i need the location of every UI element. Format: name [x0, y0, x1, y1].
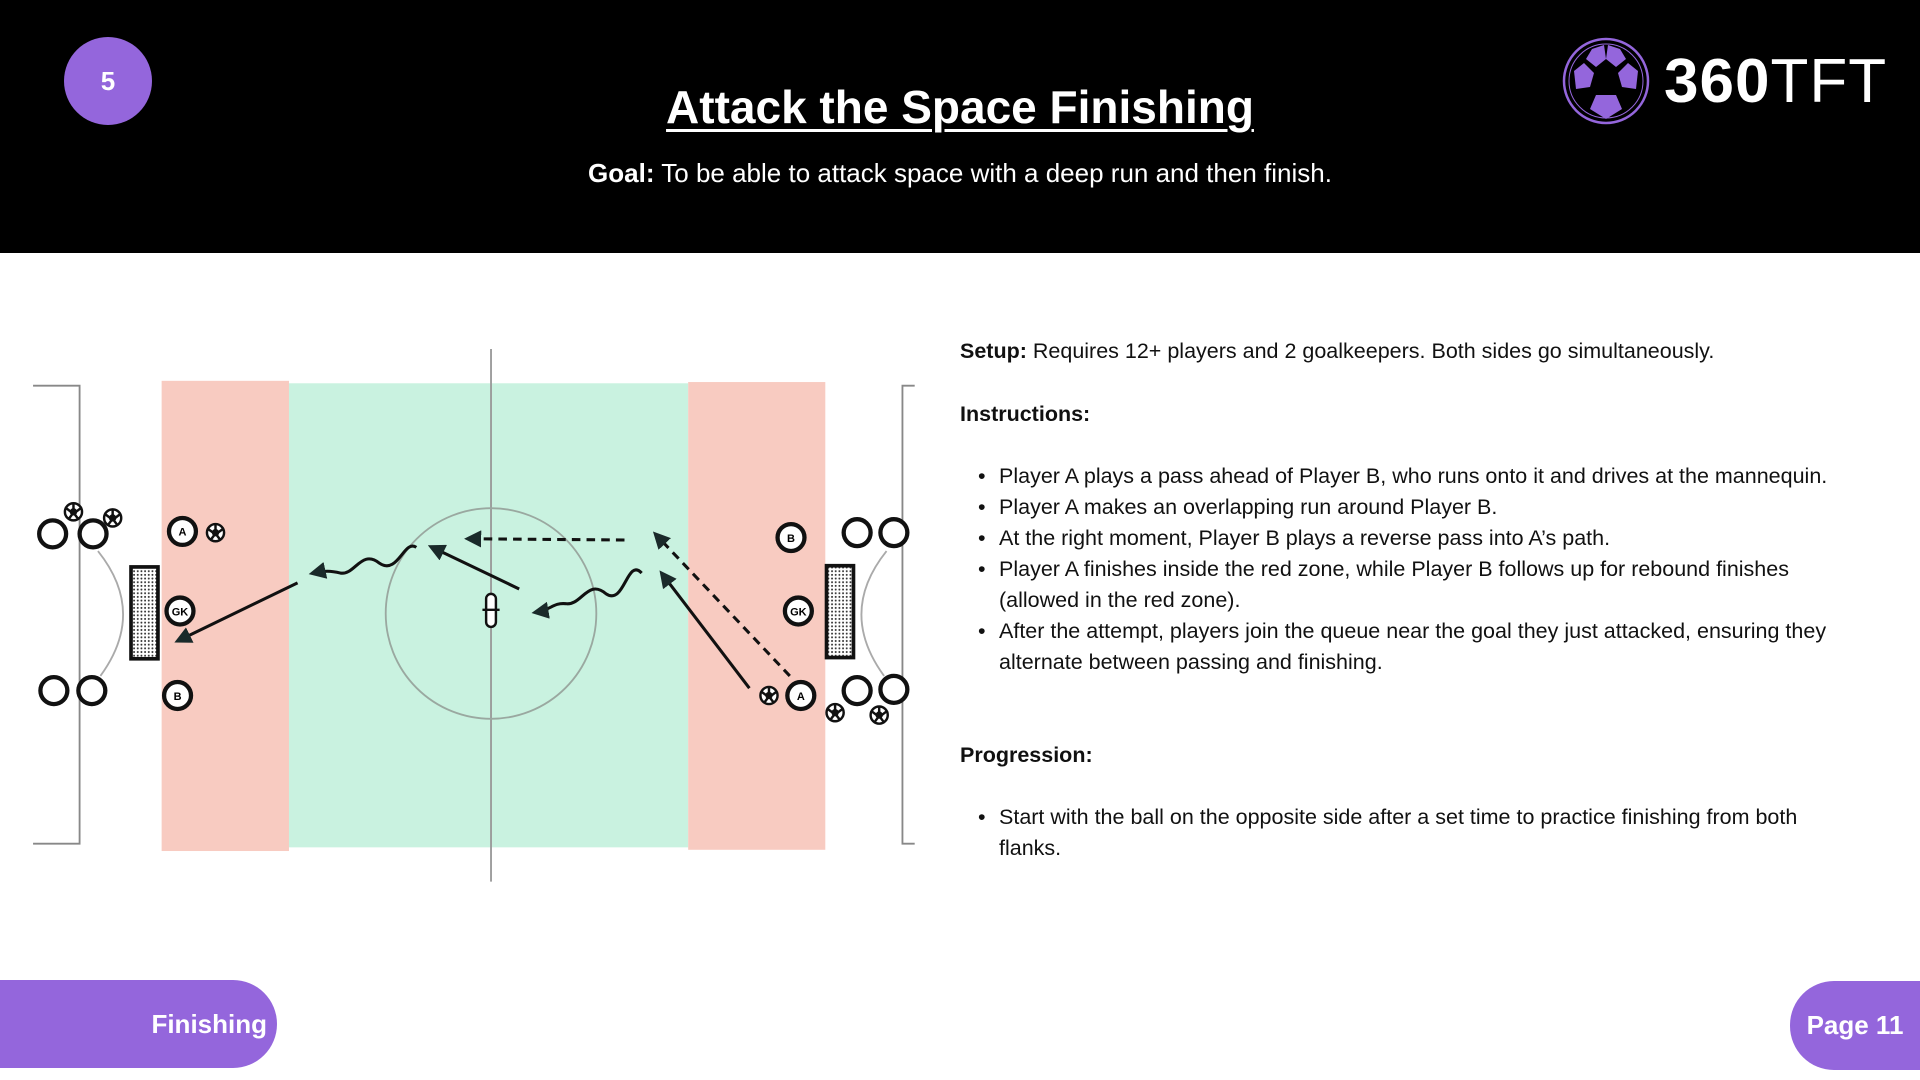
setup-description: Requires 12+ players and 2 goalkeepers. … — [1032, 339, 1715, 363]
brand-logo: 360TFT — [1562, 37, 1887, 125]
mannequin-icon — [482, 592, 500, 629]
drill-number-badge: 5 — [64, 37, 152, 125]
movement-arrows — [174, 530, 791, 690]
ball-icon — [825, 702, 845, 723]
player-b-left: B — [161, 679, 194, 712]
center-circle — [384, 507, 598, 720]
cone-icon — [76, 675, 108, 707]
right-bracket — [901, 384, 915, 845]
right-goal — [824, 563, 856, 660]
setup-label: Setup: — [960, 339, 1027, 363]
run-arrow-center — [427, 544, 520, 591]
goalkeeper-left: GK — [164, 595, 196, 627]
list-item: At the right moment, Player B plays a re… — [978, 523, 1859, 554]
player-label: A — [797, 691, 805, 703]
player-a-right: A — [785, 679, 817, 712]
player-label: A — [178, 527, 186, 539]
ball-icon — [205, 522, 226, 543]
left-bracket — [33, 384, 81, 845]
player-label: GK — [790, 606, 807, 618]
pass-arrow-right — [652, 531, 791, 677]
list-item: Player A finishes inside the red zone, w… — [978, 554, 1859, 616]
list-item: Start with the ball on the opposite side… — [978, 802, 1859, 864]
logo-text: 360TFT — [1664, 46, 1887, 117]
goalkeeper-right: GK — [782, 595, 814, 627]
cones — [37, 517, 910, 707]
soccer-ball-icon — [1562, 37, 1650, 125]
player-b-right: B — [775, 521, 807, 554]
cone-icon — [841, 517, 873, 549]
progression-heading: Progression: — [960, 743, 1093, 767]
cone-icon — [37, 518, 69, 550]
player-label: GK — [172, 606, 189, 618]
goal-description: To be able to attack space with a deep r… — [661, 158, 1332, 188]
pass-arrow-center — [464, 530, 625, 548]
cone-icon — [878, 673, 910, 705]
setup-text: Setup: Requires 12+ players and 2 goalke… — [960, 336, 1860, 367]
progression-list: Start with the ball on the opposite side… — [960, 802, 1859, 864]
goal-label: Goal: — [588, 158, 655, 188]
ball-icon — [869, 705, 889, 725]
logo-text-bold: 360 — [1664, 46, 1771, 116]
ball-icon — [759, 685, 779, 706]
shot-arrow-left — [174, 581, 299, 643]
player-a-left: A — [166, 515, 199, 548]
ball-icon — [63, 502, 84, 522]
left-goal-arc — [97, 550, 124, 677]
instructions-heading: Instructions: — [960, 402, 1091, 426]
ball-icon — [102, 508, 123, 528]
balls — [63, 502, 889, 725]
category-tag: Finishing — [0, 980, 277, 1068]
logo-text-light: TFT — [1770, 46, 1888, 116]
page-title: Attack the Space Finishing — [666, 81, 1254, 133]
cone-icon — [878, 517, 910, 549]
run-arrow-right — [659, 570, 751, 690]
right-goal-arc — [860, 550, 888, 677]
dribble-arrow-left — [308, 544, 418, 579]
cone-icon — [77, 518, 109, 550]
players: A GK B B GK A — [161, 515, 817, 712]
player-label: B — [174, 691, 182, 703]
cone-icon — [38, 675, 70, 707]
player-label: B — [787, 533, 795, 545]
list-item: Player A plays a pass ahead of Player B,… — [978, 461, 1859, 492]
left-goal — [129, 565, 160, 661]
instructions-list: Player A plays a pass ahead of Player B,… — [960, 461, 1859, 678]
page-number: Page 11 — [1790, 981, 1920, 1070]
goal-text: Goal: To be able to attack space with a … — [0, 158, 1920, 189]
list-item: After the attempt, players join the queu… — [978, 616, 1859, 678]
cone-icon — [841, 675, 873, 707]
list-item: Player A makes an overlapping run around… — [978, 492, 1859, 523]
dribble-arrow-right — [531, 568, 643, 619]
pitch-zones — [161, 380, 826, 852]
